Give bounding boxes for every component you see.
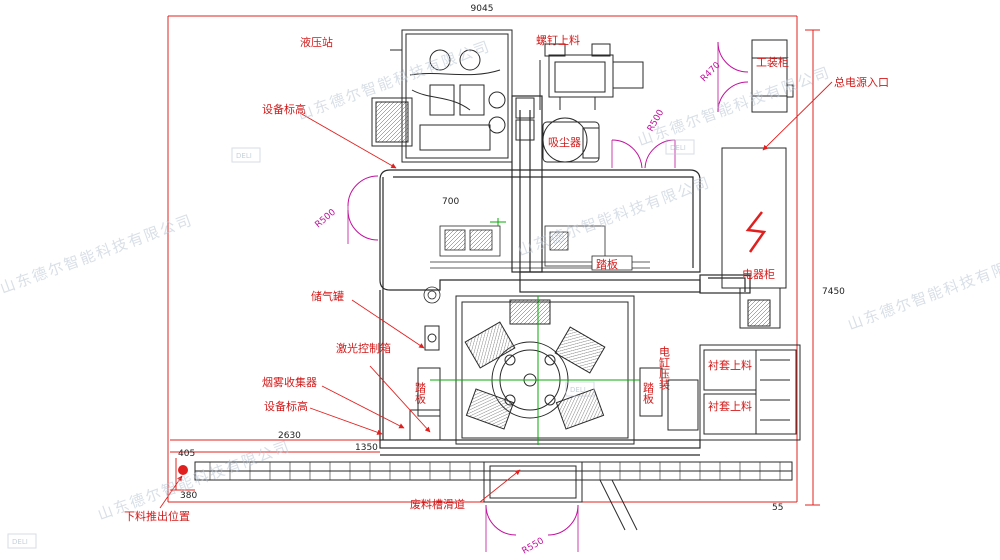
dim-1350: 1350 bbox=[355, 443, 378, 453]
conveyor bbox=[194, 461, 793, 531]
bushing-feeder-units bbox=[667, 344, 801, 441]
rotary-table bbox=[409, 295, 663, 445]
radius-r550: R550 bbox=[521, 536, 547, 557]
leader-lines bbox=[159, 81, 833, 509]
watermark-text-5: 山东德尔智能科技有限公司 bbox=[635, 63, 833, 150]
electrical-cabinet-unit bbox=[721, 147, 787, 329]
label-bushing-feed-2: 衬套上料 bbox=[708, 399, 752, 413]
label-discharge-pos: 下料推出位置 bbox=[124, 509, 190, 523]
label-tool-cabinet: 工装柜 bbox=[756, 56, 789, 69]
watermark-logo-2: DELI bbox=[670, 144, 686, 152]
label-cylinder-press: 电缸压装 bbox=[658, 346, 671, 391]
watermark-logo-1: DELI bbox=[236, 152, 252, 160]
dim-380: 380 bbox=[180, 491, 197, 501]
watermark-logo-3: DELI bbox=[12, 538, 28, 546]
upper-station bbox=[423, 225, 650, 304]
radius-r500-left: R500 bbox=[314, 207, 339, 230]
label-dust-collector: 吸尘器 bbox=[548, 136, 581, 149]
center-axes bbox=[430, 218, 640, 445]
dim-total-height: 7450 bbox=[822, 287, 845, 297]
watermark-logo-4: DELI bbox=[570, 386, 586, 394]
conveyor-ticks bbox=[209, 462, 781, 480]
watermark-logo-box-2 bbox=[665, 139, 695, 155]
label-pedal-right: 踏板 bbox=[642, 381, 655, 405]
watermark-text-2: 山东德尔智能科技有限公司 bbox=[845, 247, 1000, 334]
watermark-logo-box-3 bbox=[7, 533, 37, 549]
label-laser-control: 激光控制箱 bbox=[336, 341, 391, 355]
tool-cabinet-unit bbox=[751, 39, 794, 113]
label-equip-height-top: 设备标高 bbox=[262, 102, 306, 116]
dim-55: 55 bbox=[772, 503, 783, 513]
label-screw-feed: 螺钉上料 bbox=[536, 33, 580, 47]
label-pedal-left: 踏板 bbox=[414, 381, 427, 405]
dim-405: 405 bbox=[178, 449, 195, 459]
main-frame bbox=[379, 95, 751, 456]
discharge-marker bbox=[178, 465, 188, 475]
radius-r470: R470 bbox=[699, 60, 723, 84]
label-pedal-top: 踏板 bbox=[596, 257, 618, 271]
watermark-logo-box-4 bbox=[565, 381, 595, 397]
watermark-text-6: 山东德尔智能科技有限公司 bbox=[515, 173, 713, 260]
hydraulic-station-unit bbox=[371, 29, 535, 163]
label-bushing-feed-1: 衬套上料 bbox=[708, 358, 752, 372]
lightning-icon bbox=[745, 211, 767, 253]
label-electrical-cabinet: 电器柜 bbox=[742, 268, 775, 281]
dim-700: 700 bbox=[442, 197, 459, 207]
dim-total-width: 9045 bbox=[471, 4, 494, 14]
label-main-power: 总电源入口 bbox=[834, 75, 889, 89]
label-hydraulic-station: 液压站 bbox=[300, 35, 333, 49]
watermark-text-1: 山东德尔智能科技有限公司 bbox=[0, 211, 195, 298]
screw-feeder-unit bbox=[539, 43, 644, 110]
overall-boundary bbox=[167, 15, 820, 506]
label-air-tank: 储气罐 bbox=[311, 289, 344, 303]
label-waste-chute: 废料槽滑道 bbox=[410, 497, 465, 511]
watermark-logo-box-1 bbox=[231, 147, 261, 163]
dust-collector-unit bbox=[542, 117, 600, 163]
label-equip-height-bottom: 设备标高 bbox=[264, 399, 308, 413]
dim-2630: 2630 bbox=[278, 431, 301, 441]
label-smoke-collector: 烟雾收集器 bbox=[262, 375, 317, 389]
